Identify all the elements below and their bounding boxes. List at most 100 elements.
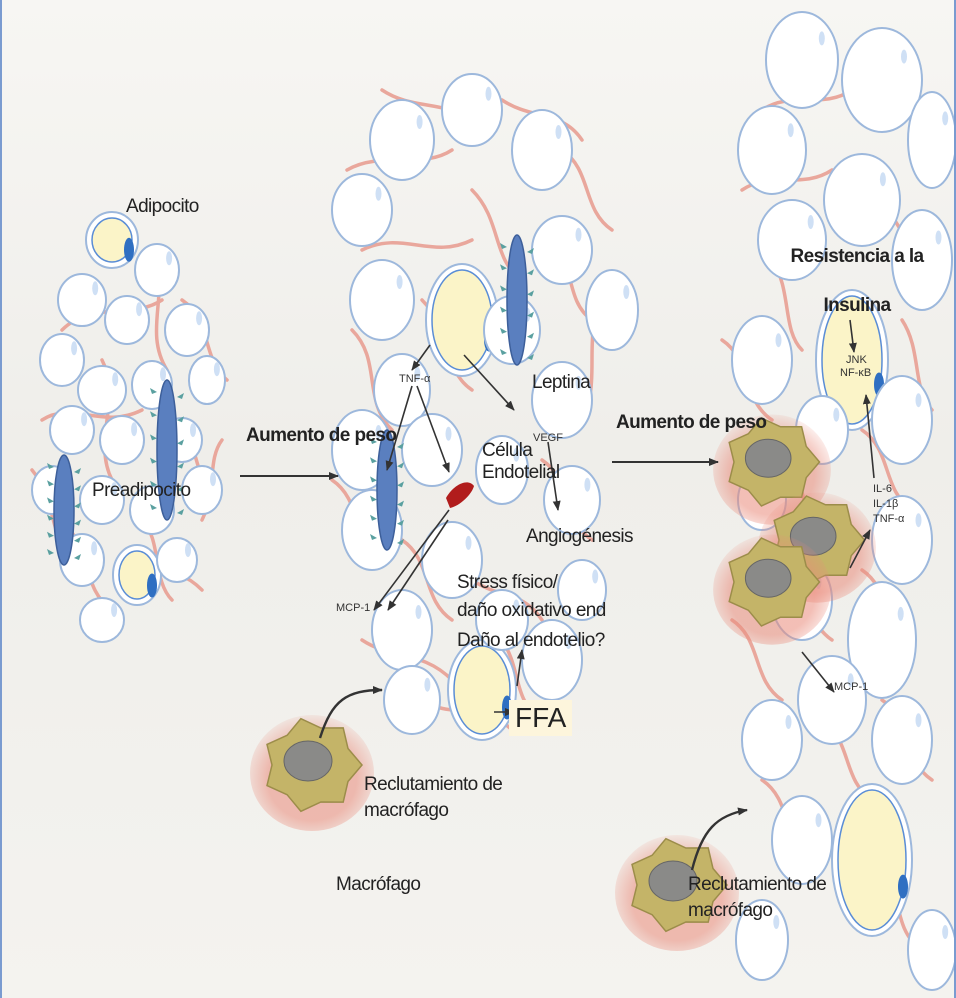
- adipocyte: [738, 106, 806, 194]
- adipocyte-membrane: [766, 12, 838, 108]
- preadipocyte-spike: [150, 434, 157, 440]
- label-jnk: JNK: [846, 354, 867, 367]
- adipocyte: [872, 376, 932, 464]
- label-adipocito: Adipocito: [126, 196, 199, 218]
- cell-nucleus: [584, 478, 590, 492]
- label-aumento-de-peso-1: Aumento de peso: [246, 425, 396, 447]
- cell-nucleus: [446, 427, 452, 441]
- adipocyte: [332, 174, 392, 246]
- label-il6: IL-6: [873, 483, 892, 496]
- preadipocyte-body: [54, 455, 74, 565]
- endothelial-cell: [446, 482, 474, 508]
- adipocyte: [370, 100, 434, 180]
- cell-nucleus: [556, 125, 562, 139]
- macrophage: [250, 715, 374, 831]
- adipocyte-membrane: [742, 700, 802, 780]
- label-stress-line-1: Stress físico/: [457, 572, 557, 594]
- cell-nucleus: [160, 367, 166, 381]
- preadipocyte-spike: [177, 393, 184, 399]
- cell-nucleus: [196, 311, 202, 325]
- cell-nucleus: [808, 215, 814, 229]
- macrophage-nucleus: [745, 559, 791, 597]
- adipocyte: [772, 796, 832, 884]
- adipocyte: [732, 316, 792, 404]
- adipocyte-membrane: [80, 598, 124, 642]
- label-reclutamiento-line-1-panel-3: Reclutamiento de: [688, 874, 826, 896]
- adipocyte-membrane: [732, 316, 792, 404]
- adipocyte-membrane: [872, 376, 932, 464]
- cell-nucleus: [112, 372, 118, 386]
- cell-nucleus: [136, 302, 142, 316]
- cell-nucleus: [397, 275, 403, 289]
- label-tnf-alpha-panel-3: TNF-α: [873, 513, 904, 526]
- label-angiogenesis: Angiogénesis: [526, 526, 633, 548]
- adipocyte: [442, 74, 502, 146]
- label-aumento-de-peso-2: Aumento de peso: [616, 412, 766, 434]
- cell-nucleus: [166, 251, 172, 265]
- cell-nucleus: [111, 603, 117, 617]
- preadipocyte-spike: [397, 481, 404, 487]
- adipocyte: [532, 216, 592, 284]
- adipocyte-membrane: [370, 100, 434, 180]
- adipocyte: [100, 416, 144, 464]
- cell-nucleus: [592, 570, 598, 584]
- cell-nucleus: [576, 228, 582, 242]
- cell-nucleus: [147, 574, 157, 598]
- adipocyte-membrane: [105, 296, 149, 344]
- label-mcp1-panel-3: MCP-1: [834, 681, 868, 694]
- preadipocyte-spike: [397, 462, 404, 468]
- adipocyte-membrane: [165, 304, 209, 356]
- adipocyte: [50, 406, 94, 454]
- label-ffa: FFA: [509, 700, 572, 736]
- adipocyte-membrane: [532, 216, 592, 284]
- adipocyte-membrane: [58, 274, 106, 326]
- label-vegf: VEGF: [533, 432, 563, 445]
- lipid-droplet: [454, 646, 510, 734]
- cell-nucleus: [916, 713, 922, 727]
- adipocyte: [105, 296, 149, 344]
- label-endotelial: Endotelial: [482, 462, 559, 484]
- cell-nucleus: [816, 813, 822, 827]
- label-celula: Célula: [482, 440, 532, 462]
- label-stress-line-3: Daño al endotelio?: [457, 630, 605, 652]
- adipocyte: [78, 366, 126, 414]
- adipocyte: [448, 640, 516, 740]
- preadipocyte-spike: [177, 463, 184, 469]
- cell-nucleus: [901, 50, 907, 64]
- adipocyte-membrane: [100, 416, 144, 464]
- label-resistencia-line-2: Insulina: [782, 295, 932, 317]
- adipocyte-membrane: [442, 74, 502, 146]
- adipocyte-membrane: [908, 910, 956, 990]
- adipocyte-membrane: [40, 334, 84, 386]
- adipocyte: [512, 110, 572, 190]
- adipocyte-membrane: [384, 666, 440, 734]
- cell-nucleus: [773, 915, 779, 929]
- adipocyte: [165, 304, 209, 356]
- preadipocyte-spike: [500, 285, 507, 291]
- adipocyte-cells-panel-1: [32, 212, 225, 642]
- adipocyte-membrane: [135, 244, 179, 296]
- cell-nucleus: [417, 115, 423, 129]
- cell-nucleus: [210, 472, 216, 486]
- preadipocyte-spike: [150, 411, 157, 417]
- adipocyte: [872, 696, 932, 784]
- adipocyte-membrane: [908, 92, 956, 188]
- cell-nucleus: [416, 605, 422, 619]
- adipocyte: [758, 200, 826, 280]
- cell-nucleus: [776, 333, 782, 347]
- preadipocyte-spike: [397, 501, 404, 507]
- cell-nucleus: [486, 87, 492, 101]
- preadipocyte-spike: [47, 532, 54, 538]
- lipid-droplet: [432, 270, 492, 370]
- cell-nucleus: [916, 393, 922, 407]
- label-tnf-alpha: TNF-α: [399, 373, 430, 386]
- label-reclutamiento-line-2: macrófago: [364, 800, 448, 822]
- preadipocyte-spike: [177, 509, 184, 515]
- adipocyte: [908, 910, 956, 990]
- adipocyte: [113, 545, 161, 605]
- cell-nucleus: [131, 422, 137, 436]
- adipocyte: [824, 154, 900, 246]
- cell-nucleus: [91, 541, 97, 555]
- cell-nucleus: [942, 925, 948, 939]
